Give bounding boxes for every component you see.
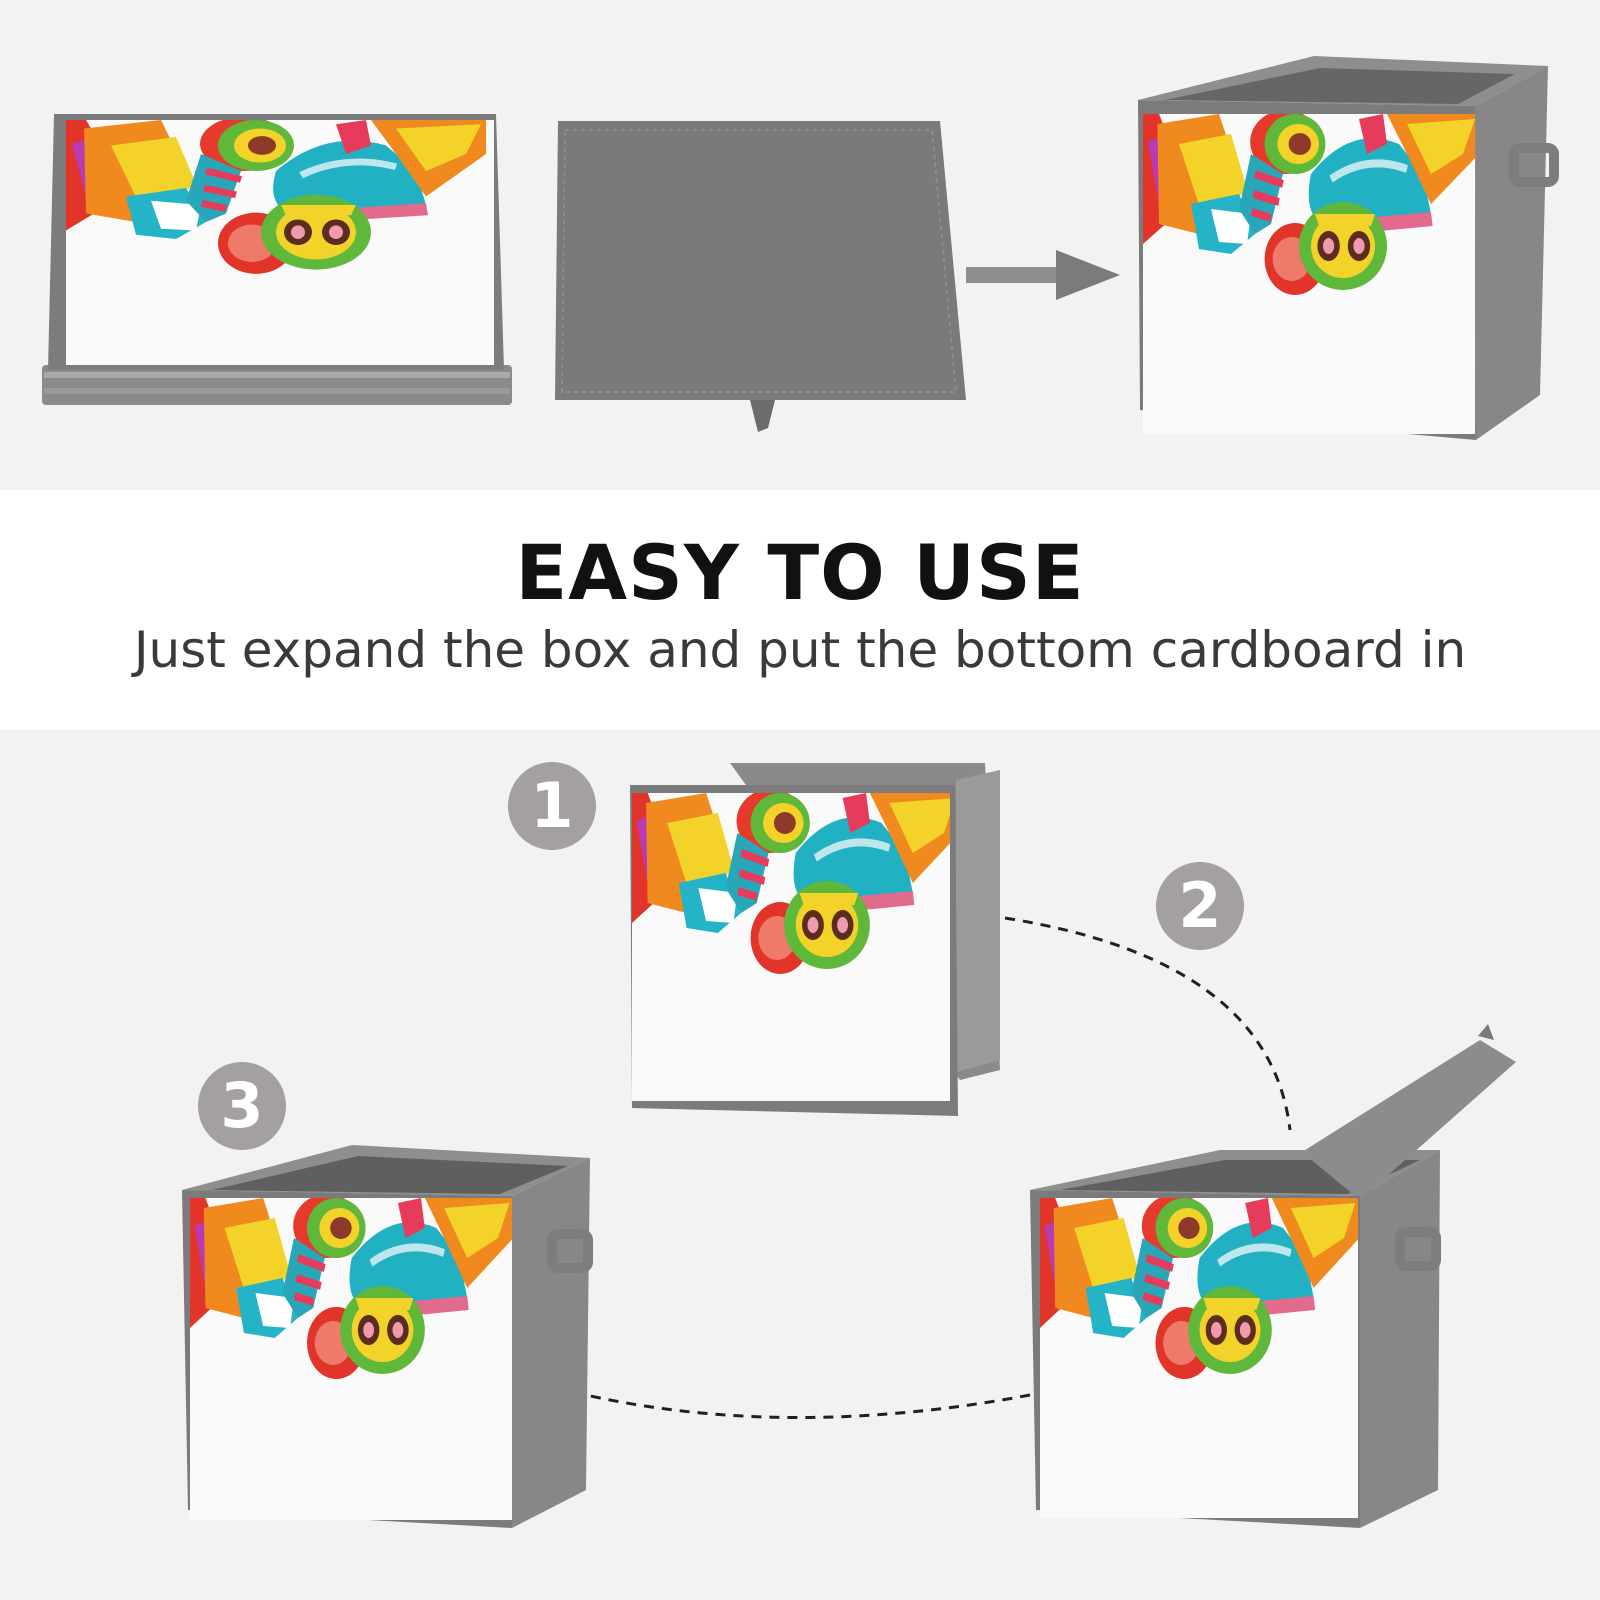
bottom-cardboard-image xyxy=(555,121,966,432)
step-2-badge: 2 xyxy=(1156,862,1244,950)
step-3-badge: 3 xyxy=(198,1062,286,1150)
headline: EASY TO USE xyxy=(515,528,1085,617)
dashed-curve-connector xyxy=(585,916,1292,1419)
step-1-badge: 1 xyxy=(508,762,596,850)
step-3-box-image xyxy=(182,1145,593,1528)
assembled-box-image xyxy=(1138,56,1559,440)
step-2-box-image xyxy=(1030,1024,1516,1528)
title-band xyxy=(0,490,1600,730)
arrow-right-icon xyxy=(966,250,1120,300)
folded-box-image xyxy=(42,114,512,405)
step-1-box-image xyxy=(630,763,1000,1116)
subline: Just expand the box and put the bottom c… xyxy=(133,621,1467,679)
